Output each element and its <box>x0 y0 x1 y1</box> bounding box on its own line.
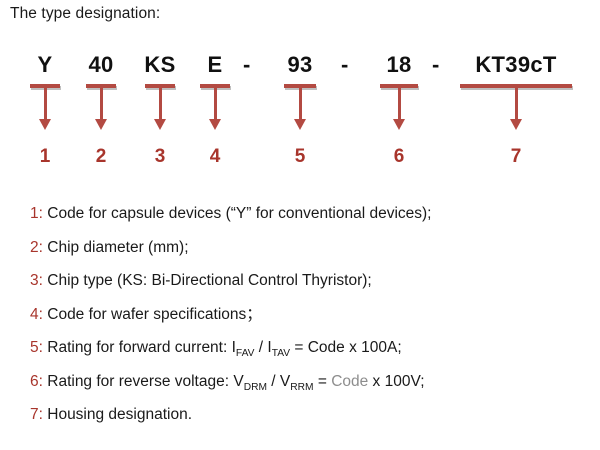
legend-fragment: Chip diameter (mm); <box>47 238 189 256</box>
page-title: The type designation: <box>10 5 161 22</box>
designation-index-4: 4 <box>209 146 221 167</box>
designation-segment-7: KT39cT 7 <box>458 52 574 167</box>
designation-index-1: 1 <box>39 146 51 167</box>
designation-underline-5 <box>284 84 316 88</box>
legend-subscript: FAV <box>235 348 255 360</box>
legend-text-7: Housing designation. <box>47 406 192 423</box>
designation-separator-3: - <box>432 52 440 77</box>
down-arrow-icon-4 <box>196 88 234 132</box>
legend-colon-4: : <box>38 305 43 323</box>
legend-item-5: 5: Rating for forward current: IFAV / IT… <box>30 337 590 371</box>
designation-code-6: 18 <box>386 52 412 77</box>
legend-key-7: 7 <box>30 406 39 423</box>
legend-colon-5: : <box>38 339 43 356</box>
legend-text-4: Code for wafer specifications； <box>47 306 262 323</box>
down-arrow-icon-1 <box>25 88 65 132</box>
designation-underline-4 <box>200 84 230 88</box>
designation-underline-6 <box>380 84 418 88</box>
legend-item-2: 2: Chip diameter (mm); <box>30 237 590 271</box>
legend-text-6: Rating for reverse voltage: VDRM / VRRM … <box>47 372 425 393</box>
designation-segment-6: 18 6 <box>377 52 421 167</box>
legend-key-3: 3 <box>30 272 39 289</box>
legend-colon-1: : <box>38 205 43 222</box>
legend-colon-6: : <box>38 372 43 390</box>
legend-fragment: Rating for forward current: I <box>47 339 236 356</box>
legend-item-4: 4: Code for wafer specifications； <box>30 304 590 338</box>
legend-fragment: = <box>313 372 332 390</box>
designation-underline-2 <box>86 84 116 88</box>
legend-fragment: = Code x 100A; <box>290 339 402 356</box>
designation-index-5: 5 <box>294 146 306 167</box>
designation-underline-1 <box>30 84 60 88</box>
legend-text-5: Rating for forward current: IFAV / ITAV … <box>47 339 402 360</box>
designation-code-5: 93 <box>287 52 313 77</box>
legend-subscript: DRM <box>243 381 267 393</box>
designation-code-3: KS <box>144 52 176 77</box>
legend-fragment: Code for wafer specifications； <box>47 305 262 323</box>
legend-item-1: 1: Code for capsule devices (“Y” for con… <box>30 203 590 237</box>
designation-segment-2: 40 2 <box>79 52 123 167</box>
legend-fragment: / V <box>266 372 291 390</box>
legend-text-1: Code for capsule devices (“Y” for conven… <box>47 205 431 222</box>
legend-key-1: 1 <box>30 205 39 222</box>
legend-key-5: 5 <box>30 339 39 356</box>
down-arrow-icon-6 <box>377 88 421 132</box>
legend-text-3: Chip type (KS: Bi-Directional Control Th… <box>47 272 371 289</box>
down-arrow-icon-3 <box>136 88 184 132</box>
legend-subscript: RRM <box>290 381 314 393</box>
legend-fragment: Chip type (KS: Bi-Directional Control Th… <box>47 272 372 289</box>
legend-fragment: Rating for reverse voltage: V <box>47 372 244 390</box>
designation-separator-2: - <box>341 52 349 77</box>
down-arrow-icon-5 <box>278 88 322 132</box>
legend-item-6: 6: Rating for reverse voltage: VDRM / VR… <box>30 371 590 405</box>
designation-code-1: Y <box>37 52 53 77</box>
legend-colon-2: : <box>38 238 43 256</box>
legend-text-2: Chip diameter (mm); <box>47 239 188 256</box>
designation-underline-3 <box>145 84 175 88</box>
designation-underline-7 <box>460 84 572 88</box>
designation-code-2: 40 <box>88 52 114 77</box>
legend-key-6: 6 <box>30 372 39 390</box>
legend-subscript: TAV <box>271 348 291 360</box>
legend-key-4: 4 <box>30 305 39 323</box>
designation-segment-5: 93 5 <box>278 52 322 167</box>
legend-fragment: / I <box>254 339 272 356</box>
legend-key-2: 2 <box>30 238 39 256</box>
designation-code-4: E <box>207 52 223 77</box>
legend-item-3: 3: Chip type (KS: Bi-Directional Control… <box>30 270 590 304</box>
designation-index-3: 3 <box>154 146 166 167</box>
designation-index-2: 2 <box>95 146 107 167</box>
designation-code-7: KT39cT <box>475 52 557 77</box>
legend-fragment: Housing designation. <box>47 406 193 423</box>
legend-list: 1: Code for capsule devices (“Y” for con… <box>30 203 590 438</box>
legend-fragment: Code <box>331 372 369 390</box>
designation-index-7: 7 <box>510 146 522 167</box>
designation-separator-1: - <box>243 52 251 77</box>
legend-colon-7: : <box>38 406 43 423</box>
designation-index-6: 6 <box>393 146 405 167</box>
legend-fragment: x 100V; <box>368 372 425 390</box>
legend-fragment: Code for capsule devices (“Y” for conven… <box>47 205 432 222</box>
designation-segment-3: KS 3 <box>136 52 184 167</box>
down-arrow-icon-2 <box>79 88 123 132</box>
down-arrow-icon-7 <box>458 88 574 132</box>
legend-item-7: 7: Housing designation. <box>30 404 590 438</box>
legend-colon-3: : <box>38 272 43 289</box>
